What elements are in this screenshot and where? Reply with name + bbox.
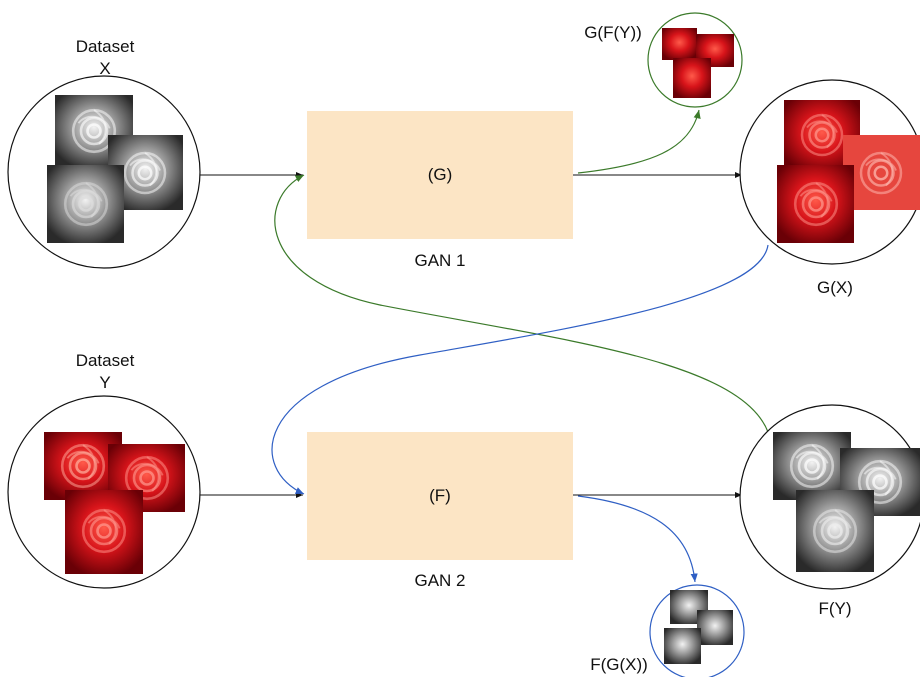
dataset-x-line2: X [99, 59, 111, 78]
gan1-caption: GAN 1 [414, 251, 466, 270]
arrow-fy-to-g [274, 174, 769, 433]
gan2-caption: GAN 2 [414, 571, 466, 590]
grey-rose-icon [796, 490, 874, 572]
fgx-label: F(G(X)) [590, 655, 648, 674]
dataset-y-line2: Y [99, 373, 111, 392]
gfy-circle [647, 12, 743, 108]
red-rose-icon [777, 165, 854, 243]
arrow-gx-to-f [271, 244, 769, 495]
gan1-generator-box: (G) [307, 111, 573, 239]
fy-circle [739, 404, 920, 590]
grey-rose-icon [697, 610, 733, 645]
arrow-f-to-fgx [577, 495, 698, 583]
gx-circle [739, 79, 920, 265]
red-rose-icon [662, 28, 697, 60]
dataset-x-label: Dataset X [55, 36, 155, 80]
arrow-g-to-gfy [577, 109, 701, 174]
dataset-x-line1: Dataset [75, 37, 135, 56]
gfy-label: G(F(Y)) [584, 23, 642, 42]
dataset-x-circle [7, 75, 201, 269]
gan2-box-label: (F) [429, 486, 451, 505]
red-rose-icon [65, 490, 143, 574]
dataset-y-circle [7, 395, 201, 589]
red-rose-icon [673, 58, 711, 98]
grey-rose-icon [664, 628, 701, 664]
grey-rose-icon [773, 432, 851, 500]
fgx-circle [649, 584, 745, 677]
gan1-box-label: (G) [427, 165, 453, 184]
dataset-y-line1: Dataset [75, 351, 135, 370]
gan2-generator-box: (F) [307, 432, 573, 560]
gx-label: G(X) [817, 278, 853, 297]
grey-rose-icon [47, 165, 124, 243]
dataset-y-label: Dataset Y [55, 350, 155, 394]
fy-label: F(Y) [818, 599, 852, 618]
red-rose-icon [843, 135, 920, 210]
